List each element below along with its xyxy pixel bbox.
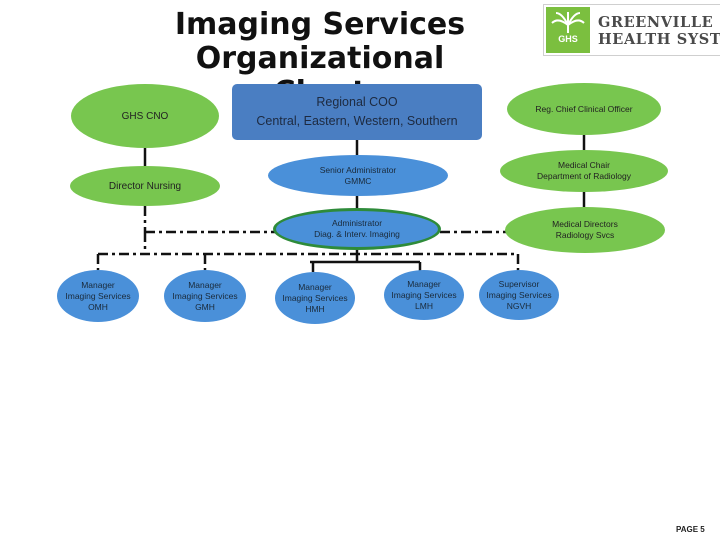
node-manager-omh: Manager Imaging Services OMH (57, 270, 139, 322)
node-manager-gmh: Manager Imaging Services GMH (164, 270, 246, 322)
node-medical-directors: Medical Directors Radiology Svcs (505, 207, 665, 253)
logo-mark-text: GHS (558, 34, 578, 44)
logo-text-line-1: GREENVILLE (598, 14, 714, 31)
palm-tree-icon: GHS (546, 7, 590, 53)
page-number: PAGE 5 (676, 525, 705, 534)
node-director-nursing: Director Nursing (70, 166, 220, 206)
node-administrator: Administrator Diag. & Interv. Imaging (273, 208, 441, 250)
node-manager-hmh: Manager Imaging Services HMH (275, 272, 355, 324)
node-regional-coo: Regional COO Central, Eastern, Western, … (232, 84, 482, 140)
node-manager-lmh: Manager Imaging Services LMH (384, 270, 464, 320)
node-ghs-cno: GHS CNO (71, 84, 219, 148)
node-senior-administrator: Senior Administrator GMMC (268, 155, 448, 196)
node-supervisor-ngvh: Supervisor Imaging Services NGVH (479, 270, 559, 320)
chart-title-line-1: Imaging Services (174, 7, 466, 42)
ghs-logo: GHS GREENVILLE HEALTH SYSTEM (543, 4, 720, 56)
logo-text-line-2: HEALTH SYSTEM (598, 31, 720, 48)
node-medical-chair: Medical Chair Department of Radiology (500, 150, 668, 192)
node-reg-chief-clinical-officer: Reg. Chief Clinical Officer (507, 83, 661, 135)
